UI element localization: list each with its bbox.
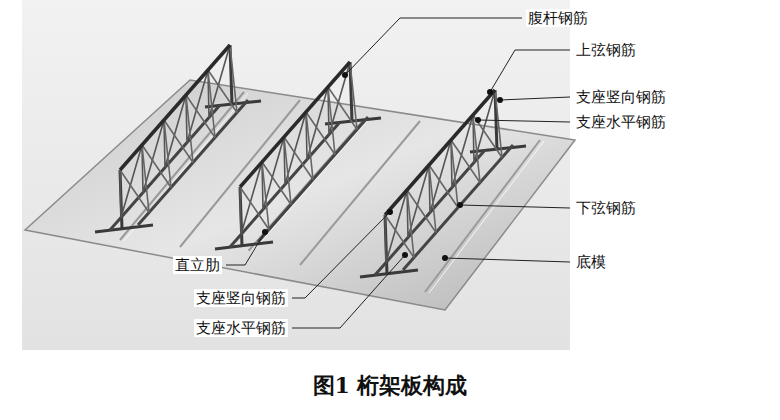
part-label: 腹杆钢筋 <box>526 9 590 27</box>
part-label: 支座竖向钢筋 <box>574 88 668 106</box>
part-label: 上弦钢筋 <box>574 41 638 59</box>
part-label: 支座水平钢筋 <box>574 113 668 131</box>
part-label: 底模 <box>574 253 608 271</box>
part-label: 支座竖向钢筋 <box>194 289 288 307</box>
part-label: 支座水平钢筋 <box>194 319 288 337</box>
figure-caption: 图1 桁架板构成 <box>313 372 468 398</box>
part-label: 下弦钢筋 <box>574 199 638 217</box>
part-label: 直立肋 <box>173 256 222 274</box>
